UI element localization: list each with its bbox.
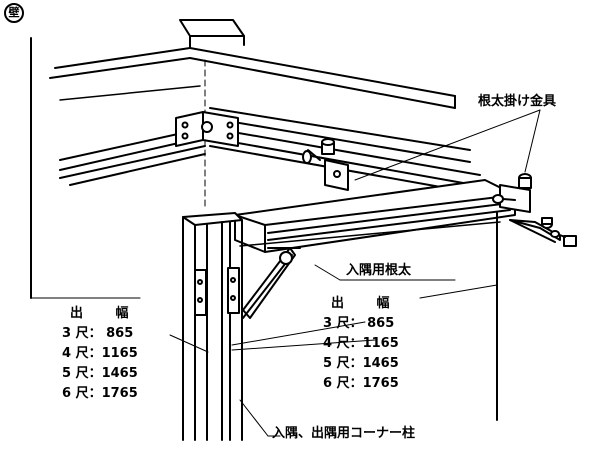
spec-right-row: 4 尺：1165 <box>323 336 399 351</box>
spec-left-row: 4 尺：1165 <box>62 346 138 361</box>
corner-post <box>182 212 243 441</box>
spec-right-heading: 出 幅 <box>331 296 404 311</box>
joist-hanger-middle <box>302 138 349 191</box>
diagonal-brace <box>242 247 301 319</box>
roof-box <box>179 19 245 49</box>
label-joist-hanger: 根太掛け金具 <box>478 94 557 109</box>
spec-right-row: 3 尺： 865 <box>323 316 395 331</box>
front-joist <box>234 179 516 253</box>
spec-right-row: 6 尺：1765 <box>323 376 399 391</box>
spec-left-row: 5 尺：1465 <box>62 366 138 381</box>
spec-left-heading: 出 幅 <box>70 306 143 321</box>
label-corner-joist: 入隅用根太 <box>346 263 412 278</box>
spec-right: 出 幅 3 尺： 865 4 尺：1165 5 尺：1465 6 尺：1765 <box>323 294 404 394</box>
label-corner-post: 入隅、出隅用コーナー柱 <box>272 426 416 441</box>
rear-beam-right <box>209 107 481 195</box>
corner-bracket <box>175 111 239 147</box>
joist-hanger-right <box>492 173 577 247</box>
roof-panel <box>49 47 456 109</box>
leader-lines <box>169 109 541 437</box>
spec-left-row: 3 尺： 865 <box>62 326 134 341</box>
spec-left-row: 6 尺：1765 <box>62 386 138 401</box>
spec-left: 出 幅 3 尺： 865 4 尺：1165 5 尺：1465 6 尺：1765 <box>62 304 143 404</box>
wall-mark: 壁 <box>4 3 24 23</box>
spec-right-row: 5 尺：1465 <box>323 356 399 371</box>
